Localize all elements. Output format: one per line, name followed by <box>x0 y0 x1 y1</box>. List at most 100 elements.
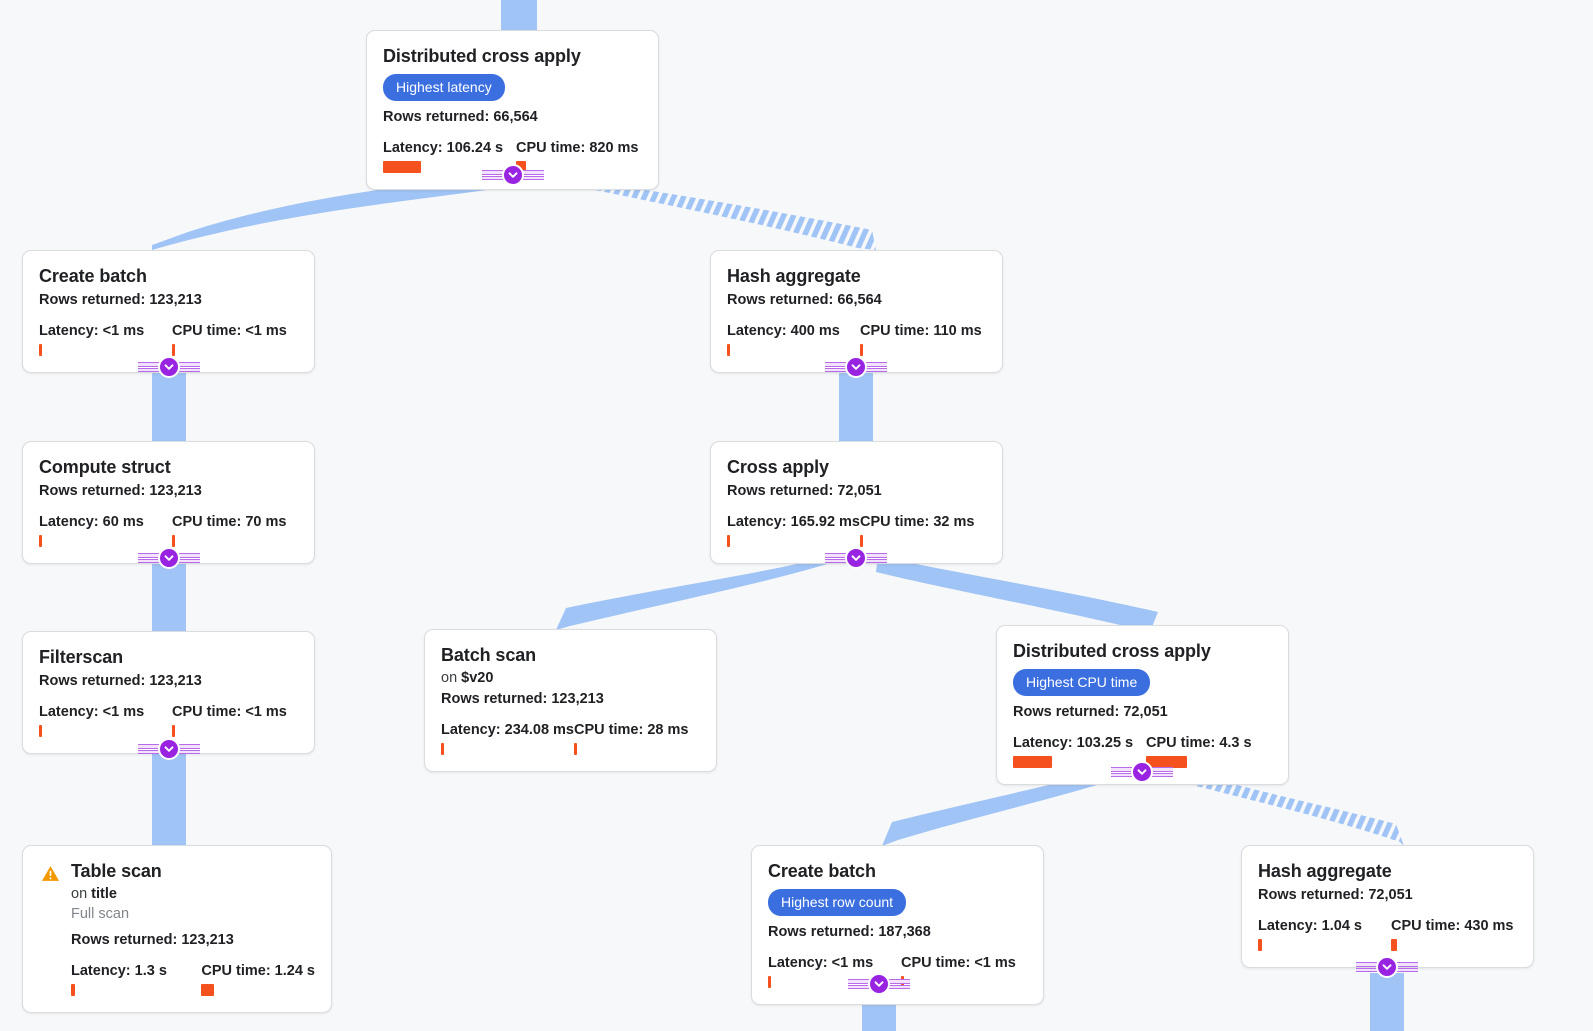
node-title: Compute struct <box>39 457 171 477</box>
cpu-bar <box>860 535 863 547</box>
cpu-bar <box>172 344 175 356</box>
latency-label: Latency: <1 ms <box>39 704 145 720</box>
cpu-metric: CPU time: 4.3 s <box>1146 735 1252 768</box>
target-name: title <box>91 886 117 902</box>
collapse-toggle-create-batch-bottom[interactable] <box>868 973 890 995</box>
latency-bar <box>39 344 42 356</box>
cpu-label: CPU time: 70 ms <box>172 514 287 530</box>
latency-metric: Latency: 103.25 s <box>1013 735 1146 768</box>
latency-metric: Latency: 1.3 s <box>71 963 201 996</box>
latency-label: Latency: 165.92 ms <box>727 514 860 530</box>
chevron-down-icon <box>851 555 861 561</box>
latency-bar <box>71 984 75 996</box>
collapse-toggle-cross-apply[interactable] <box>845 547 867 569</box>
status-badge: Highest latency <box>383 74 505 101</box>
latency-metric: Latency: 106.24 s <box>383 140 516 173</box>
collapse-toggle-root[interactable] <box>502 164 524 186</box>
plan-node-hash-aggregate-top[interactable]: Hash aggregate Rows returned: 66,564 Lat… <box>710 250 1003 373</box>
cpu-bar <box>201 984 215 996</box>
cpu-metric: CPU time: 110 ms <box>860 323 982 356</box>
plan-node-create-batch-bottom[interactable]: Create batch Highest row count Rows retu… <box>751 845 1044 1005</box>
node-rows-returned: Rows returned: 66,564 <box>727 292 882 308</box>
latency-bar <box>727 344 730 356</box>
plan-node-cross-apply[interactable]: Cross apply Rows returned: 72,051 Latenc… <box>710 441 1003 564</box>
cpu-bar <box>574 743 577 755</box>
target-name: $v20 <box>461 670 494 686</box>
collapse-toggle-distributed-cross-apply-cpu[interactable] <box>1131 761 1153 783</box>
node-title: Hash aggregate <box>727 266 861 286</box>
node-metrics: Latency: 60 ms CPU time: 70 ms <box>39 514 298 547</box>
cpu-metric: CPU time: 32 ms <box>860 514 974 547</box>
node-metrics: Latency: 400 ms CPU time: 110 ms <box>727 323 986 356</box>
plan-node-create-batch-left[interactable]: Create batch Rows returned: 123,213 Late… <box>22 250 315 373</box>
node-rows-returned: Rows returned: 72,051 <box>1258 887 1413 903</box>
edge-cross-apply-to-batch-scan <box>556 556 831 630</box>
plan-node-compute-struct[interactable]: Compute struct Rows returned: 123,213 La… <box>22 441 315 564</box>
plan-node-batch-scan[interactable]: Batch scan on $v20 Rows returned: 123,21… <box>424 629 717 772</box>
collapse-toggle-compute-struct[interactable] <box>158 547 180 569</box>
edge-hash-aggregate-bottom-out <box>1370 973 1404 1031</box>
latency-metric: Latency: <1 ms <box>768 955 901 988</box>
cpu-label: CPU time: 4.3 s <box>1146 735 1252 751</box>
node-metrics: Latency: 1.04 s CPU time: 430 ms <box>1258 918 1517 951</box>
latency-label: Latency: 234.08 ms <box>441 722 574 738</box>
chevron-down-icon <box>851 364 861 370</box>
node-rows-returned: Rows returned: 187,368 <box>768 924 931 940</box>
collapse-toggle-create-batch-left[interactable] <box>158 356 180 378</box>
latency-label: Latency: 106.24 s <box>383 140 504 156</box>
cpu-bar <box>172 725 175 737</box>
latency-bar <box>39 535 42 547</box>
node-metrics: Latency: 234.08 ms CPU time: 28 ms <box>441 722 700 755</box>
latency-label: Latency: <1 ms <box>39 323 145 339</box>
plan-node-filterscan[interactable]: Filterscan Rows returned: 123,213 Latenc… <box>22 631 315 754</box>
latency-metric: Latency: 234.08 ms <box>441 722 574 755</box>
node-note: Full scan <box>71 906 130 922</box>
cpu-label: CPU time: <1 ms <box>172 323 287 339</box>
chevron-down-icon <box>874 981 884 987</box>
latency-metric: Latency: 400 ms <box>727 323 860 356</box>
status-badge: Highest CPU time <box>1013 669 1151 696</box>
node-title: Distributed cross apply <box>383 46 581 66</box>
plan-node-hash-aggregate-bottom[interactable]: Hash aggregate Rows returned: 72,051 Lat… <box>1241 845 1534 968</box>
plan-node-distributed-cross-apply-root[interactable]: Distributed cross apply Highest latency … <box>366 30 659 190</box>
latency-label: Latency: 60 ms <box>39 514 144 530</box>
node-rows-returned: Rows returned: 123,213 <box>71 932 234 948</box>
plan-node-table-scan[interactable]: Table scan on title Full scan Rows retur… <box>22 845 332 1013</box>
node-target: on $v20 <box>441 669 700 688</box>
latency-metric: Latency: 1.04 s <box>1258 918 1391 951</box>
latency-bar <box>383 161 421 173</box>
latency-bar <box>727 535 730 547</box>
cpu-metric: CPU time: <1 ms <box>901 955 1016 988</box>
chevron-down-icon <box>164 555 174 561</box>
plan-node-distributed-cross-apply-cpu[interactable]: Distributed cross apply Highest CPU time… <box>996 625 1289 785</box>
latency-label: Latency: 1.04 s <box>1258 918 1362 934</box>
node-title: Create batch <box>768 861 876 881</box>
latency-metric: Latency: 165.92 ms <box>727 514 860 547</box>
cpu-bar <box>1391 939 1397 951</box>
cpu-bar <box>860 344 863 356</box>
edge-incoming-root <box>501 0 537 32</box>
chevron-down-icon <box>508 172 518 178</box>
node-rows-returned: Rows returned: 123,213 <box>441 691 604 707</box>
node-metrics: Latency: <1 ms CPU time: <1 ms <box>768 955 1027 988</box>
cpu-metric: CPU time: <1 ms <box>172 323 287 356</box>
node-metrics: Latency: <1 ms CPU time: <1 ms <box>39 323 298 356</box>
latency-metric: Latency: 60 ms <box>39 514 172 547</box>
collapse-toggle-filterscan[interactable] <box>158 738 180 760</box>
cpu-label: CPU time: 32 ms <box>860 514 975 530</box>
node-metrics: Latency: <1 ms CPU time: <1 ms <box>39 704 298 737</box>
chevron-down-icon <box>1382 964 1392 970</box>
node-metrics: Latency: 106.24 s CPU time: 820 ms <box>383 140 642 173</box>
cpu-metric: CPU time: <1 ms <box>172 704 287 737</box>
node-rows-returned: Rows returned: 123,213 <box>39 483 202 499</box>
node-title: Filterscan <box>39 647 124 667</box>
collapse-toggle-hash-aggregate-bottom[interactable] <box>1376 956 1398 978</box>
cpu-label: CPU time: 28 ms <box>574 722 689 738</box>
latency-label: Latency: 1.3 s <box>71 963 167 979</box>
collapse-toggle-hash-aggregate-top[interactable] <box>845 356 867 378</box>
status-badge: Highest row count <box>768 889 907 916</box>
cpu-label: CPU time: <1 ms <box>172 704 287 720</box>
cpu-metric: CPU time: 430 ms <box>1391 918 1514 951</box>
node-title: Table scan <box>71 861 162 881</box>
